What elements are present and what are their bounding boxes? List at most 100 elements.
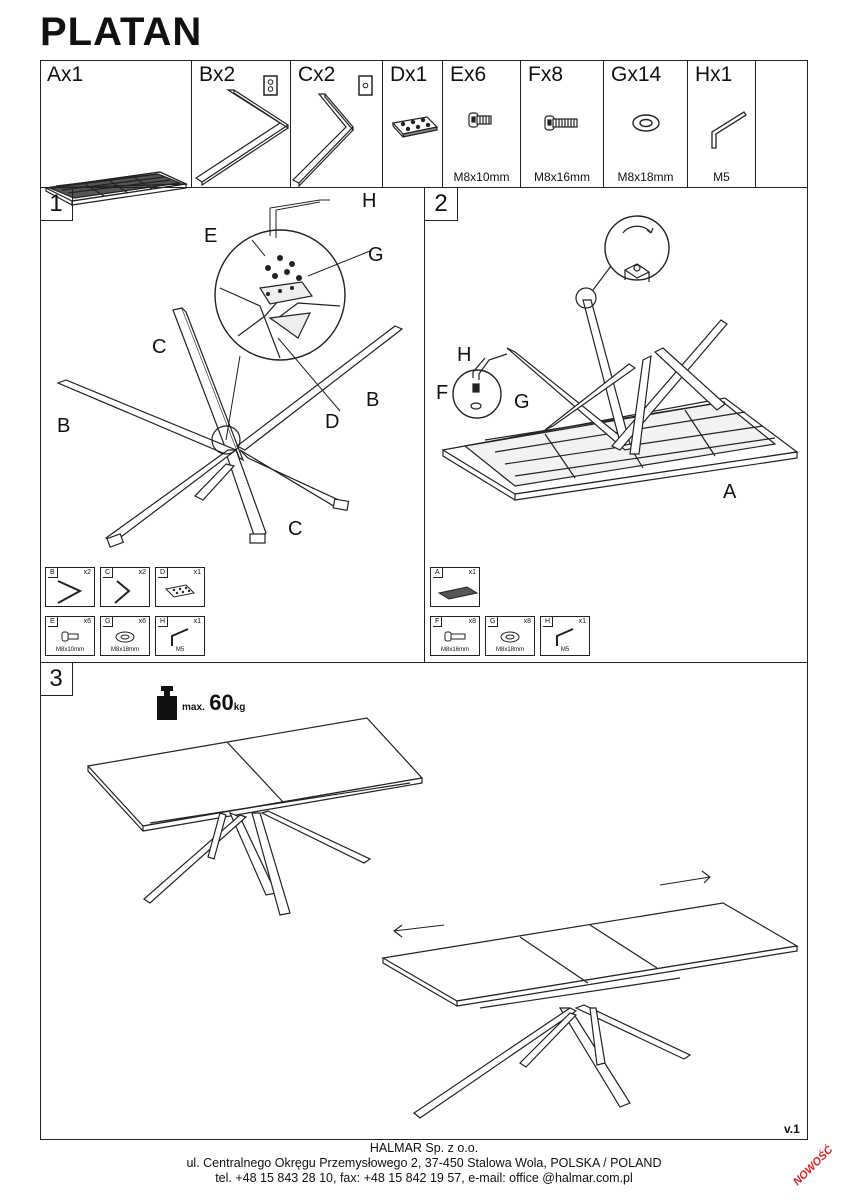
mini-part-size: M8x18mm (110, 647, 139, 653)
mini-part: B x2 (45, 567, 95, 607)
weight-icon (157, 686, 177, 720)
part-size: M5 (713, 170, 730, 184)
part-label: Cx2 (298, 63, 336, 86)
part-label: Gx14 (611, 63, 662, 86)
mini-part-id: E (48, 617, 58, 627)
allen-key-icon (556, 628, 574, 646)
max-load-value: 60 (209, 690, 234, 715)
part-cell-g: Gx14 M8x18mm (604, 60, 688, 187)
part-label: Ax1 (47, 63, 84, 86)
mini-part: G x8 M8x18mm (485, 616, 535, 656)
part-size: M8x10mm (453, 170, 510, 184)
mini-part: C x2 (100, 567, 150, 607)
part-cell-h: Hx1 M5 (688, 60, 756, 187)
mini-part: E x6 M8x10mm (45, 616, 95, 656)
mini-part-qty: x2 (138, 569, 146, 576)
mini-part: H x1 M5 (540, 616, 590, 656)
footer: HALMAR Sp. z o.o. ul. Centralnego Okręgu… (0, 1141, 848, 1186)
mini-part: A x1 (430, 567, 480, 607)
company-name: HALMAR Sp. z o.o. (369, 1141, 479, 1155)
part-cell-b: Bx2 (192, 60, 291, 187)
callout-c: C (152, 336, 167, 358)
mini-part-qty: x2 (83, 569, 91, 576)
allen-key-icon (171, 628, 189, 646)
part-cell-a: Ax1 (40, 60, 192, 206)
part-label: Hx1 (695, 63, 733, 86)
part-label: Bx2 (199, 63, 236, 86)
callout-d: D (325, 411, 340, 433)
divider (424, 187, 425, 662)
part-label: Dx1 (390, 63, 428, 86)
page-title: PLATAN (40, 10, 203, 54)
company-address: ul. Centralnego Okręgu Przemysłowego 2, … (186, 1156, 662, 1170)
mini-part: G x6 M8x18mm (100, 616, 150, 656)
step-number: 3 (40, 663, 73, 696)
mini-part: D x1 (155, 567, 205, 607)
callout-e: E (204, 225, 218, 247)
bolt-f-icon (444, 631, 466, 642)
mini-part-qty: x1 (193, 569, 201, 576)
mini-part-size: M8x16mm (440, 647, 469, 653)
step3-table-extension-illustration (86, 717, 799, 1119)
mini-part-id: A (433, 568, 443, 578)
mini-part-size: M5 (560, 647, 570, 653)
part-label: Ex6 (450, 63, 487, 86)
bolt-e-icon (61, 631, 79, 642)
callout-g: G (368, 244, 384, 266)
mini-part-id: H (158, 617, 169, 627)
tabletop-frame-icon (437, 586, 479, 600)
washer-g-icon (115, 631, 135, 643)
washer-g-icon (500, 631, 520, 643)
mini-part-qty: x1 (193, 618, 201, 625)
mini-part-qty: x6 (138, 618, 146, 625)
washer-g-icon (632, 114, 660, 132)
max-load-prefix: max. (182, 702, 205, 713)
leg-b-icon (194, 75, 290, 187)
step-number: 1 (40, 188, 73, 221)
instruction-frame (40, 60, 808, 1140)
leg-c-icon (114, 580, 131, 604)
step-number: 2 (425, 188, 458, 221)
leg-c-icon (291, 75, 373, 188)
mini-part-qty: x8 (523, 618, 531, 625)
mini-part-id: F (433, 617, 443, 627)
part-size: M8x18mm (617, 170, 674, 184)
callout-a: A (723, 481, 737, 503)
part-cell-f: Fx8 M8x16mm (521, 60, 604, 187)
mini-part-size: M8x10mm (55, 647, 84, 653)
part-label: Fx8 (528, 63, 564, 86)
step1-leg-assembly-illustration (56, 199, 404, 548)
mini-part: H x1 M5 (155, 616, 205, 656)
callout-g: G (514, 391, 530, 413)
leg-b-icon (57, 580, 83, 604)
bolt-f-icon (544, 115, 578, 131)
part-cell-d: Dx1 (383, 60, 443, 187)
tabletop-frame-icon (44, 171, 189, 206)
mini-part-id: C (103, 568, 114, 578)
mini-part-qty: x1 (578, 618, 586, 625)
mini-part-qty: x1 (468, 569, 476, 576)
part-size: M8x16mm (533, 170, 590, 184)
allen-key-icon (711, 111, 747, 149)
bolt-e-icon (468, 112, 492, 128)
callout-h: H (457, 344, 472, 366)
mini-part-size: M5 (175, 647, 185, 653)
mini-part-id: B (48, 568, 58, 578)
max-load-unit: kg (233, 702, 246, 713)
callout-b: B (366, 389, 380, 411)
plate-d-icon (164, 584, 196, 598)
mini-part-id: D (158, 568, 169, 578)
mini-part-qty: x8 (468, 618, 476, 625)
mini-part-qty: x6 (83, 618, 91, 625)
part-cell-e: Ex6 M8x10mm (443, 60, 521, 187)
max-load-label: max. 60kg (182, 690, 245, 716)
mini-part-id: G (103, 617, 114, 627)
plate-d-icon (391, 116, 439, 138)
mini-part: F x8 M8x16mm (430, 616, 480, 656)
callout-f: F (436, 382, 449, 404)
mini-part-id: H (543, 617, 554, 627)
callout-c: C (288, 518, 303, 540)
callout-b: B (57, 415, 71, 437)
divider (40, 662, 808, 663)
callout-h: H (362, 190, 377, 212)
